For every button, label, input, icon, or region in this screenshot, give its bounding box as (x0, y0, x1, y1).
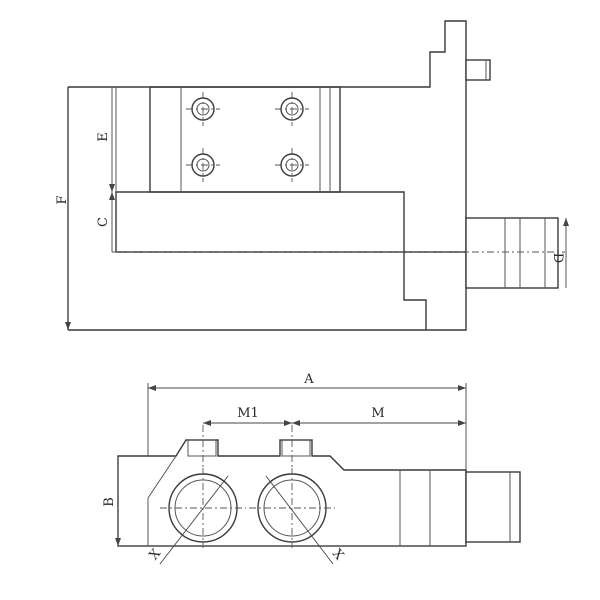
label-f: F (55, 195, 70, 204)
screw-bottom-right (275, 148, 309, 182)
leader-x-right (265, 475, 334, 565)
screw-top-left (186, 92, 220, 126)
label-m1: M1 (237, 406, 259, 421)
screw-top-right (275, 92, 309, 126)
front-view-chamfer (147, 455, 177, 499)
label-a: A (303, 372, 314, 387)
clamp-block (149, 86, 341, 193)
label-b: B (102, 497, 117, 507)
label-e: E (96, 132, 111, 142)
front-view: A M1 M B X X (102, 372, 521, 565)
front-view-shank (465, 471, 521, 543)
label-x-right: X (329, 546, 347, 563)
coolant-pin (465, 59, 491, 81)
label-m: M (371, 406, 384, 421)
leader-x-left (159, 475, 229, 565)
label-x-left: X (147, 546, 165, 563)
screw-bottom-left (186, 148, 220, 182)
label-d: D (550, 253, 565, 263)
label-c: C (96, 217, 111, 227)
top-view-shank (465, 217, 559, 289)
top-view: F E C D (55, 20, 569, 331)
top-view-body (68, 20, 467, 331)
bore-right (249, 468, 335, 548)
